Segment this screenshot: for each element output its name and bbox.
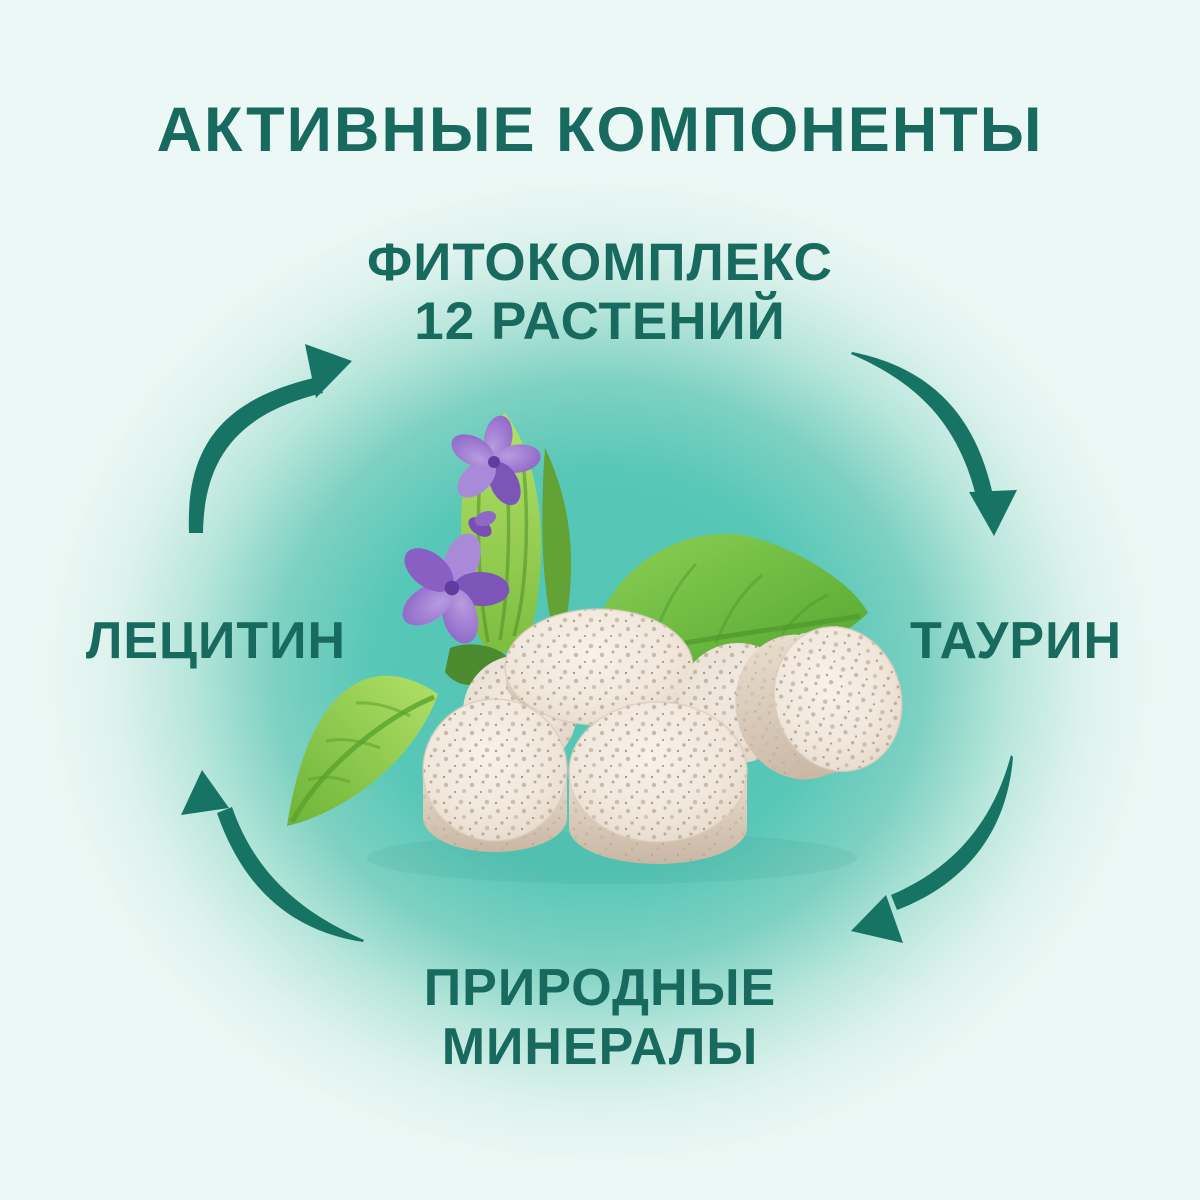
tablet-front-center [568,701,748,864]
phytocomplex-line2: 12 РАСТЕНИЙ [414,292,786,351]
tablet-front-left [422,698,568,852]
minerals-line1: ПРИРОДНЫЕ [423,959,777,1017]
arrow-minerals-to-lecithin-icon [181,770,364,942]
flower-bud-icon [468,511,497,537]
label-lecithin: ЛЕЦИТИН [85,612,347,670]
arrow-lecithin-to-phytocomplex-icon [188,344,352,533]
cycle-arrows [181,344,1017,943]
arrow-taurine-to-minerals-icon [851,755,1013,943]
label-minerals: ПРИРОДНЫЕ МИНЕРАЛЫ [0,959,1200,1077]
label-taurine: ТАУРИН [909,612,1123,670]
flower-lower-icon [402,533,510,644]
flower-top-icon [451,415,541,506]
minerals-line2: МИНЕРАЛЫ [441,1018,759,1076]
phytocomplex-line1: ФИТОКОМПЛЕКС [367,233,833,292]
tablet-tilted [735,625,903,780]
arrow-phytocomplex-to-taurine-icon [851,352,1017,536]
label-phytocomplex: ФИТОКОМПЛЕКС 12 РАСТЕНИЙ [0,233,1200,351]
page-title: АКТИВНЫЕ КОМПОНЕНТЫ [156,95,1044,165]
leaf-left-icon [287,675,438,826]
product-illustration [287,413,903,884]
